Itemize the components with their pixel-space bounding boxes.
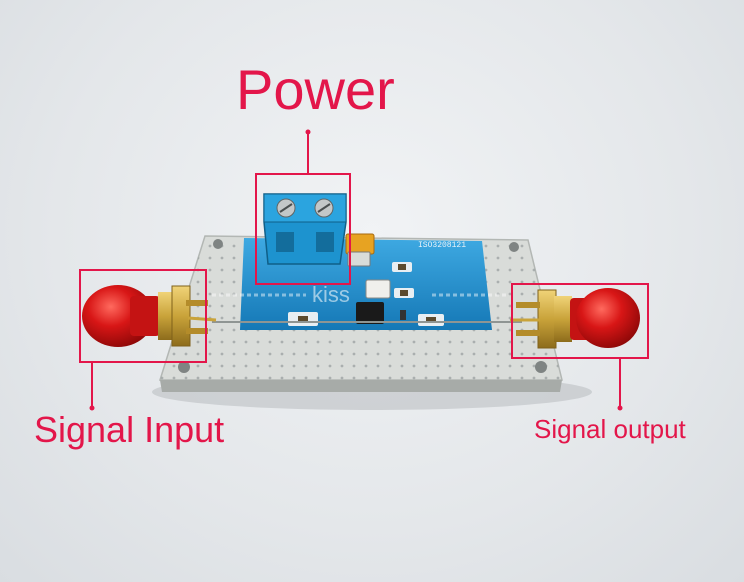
output-connector-flange bbox=[537, 289, 557, 349]
mounting-hole bbox=[213, 239, 223, 249]
smd-cap bbox=[298, 316, 308, 322]
board-silkscreen-code: ISO3208121 bbox=[418, 241, 466, 250]
terminal-wire-slot bbox=[316, 232, 334, 252]
inductor bbox=[365, 279, 391, 299]
input-connector-flange bbox=[171, 285, 191, 347]
smd-cap bbox=[426, 317, 436, 323]
input-connector-sleeve bbox=[130, 296, 160, 336]
watermark-text: kiss bbox=[312, 282, 350, 307]
power-highlight-box bbox=[255, 173, 351, 285]
output-connector-cap bbox=[576, 288, 640, 348]
mounting-hole bbox=[535, 361, 547, 373]
output-connector-gold bbox=[554, 296, 572, 342]
substrate-edge bbox=[160, 380, 562, 392]
smd-cap bbox=[398, 264, 406, 270]
terminal-block-top bbox=[263, 193, 347, 223]
mounting-hole bbox=[178, 361, 190, 373]
tantalum-capacitor-body bbox=[347, 251, 371, 267]
input-highlight-box bbox=[79, 269, 207, 363]
mounting-hole bbox=[509, 242, 519, 252]
power-annotation-label: Power bbox=[236, 58, 395, 121]
terminal-wire-slot bbox=[276, 232, 294, 252]
output-highlight-box bbox=[511, 283, 649, 359]
signal-output-annotation-label: Signal output bbox=[534, 414, 686, 444]
smd-cap bbox=[400, 310, 406, 320]
signal-input-annotation-label: Signal Input bbox=[34, 409, 225, 450]
smd-cap bbox=[400, 290, 408, 296]
ic-chip bbox=[356, 302, 384, 324]
